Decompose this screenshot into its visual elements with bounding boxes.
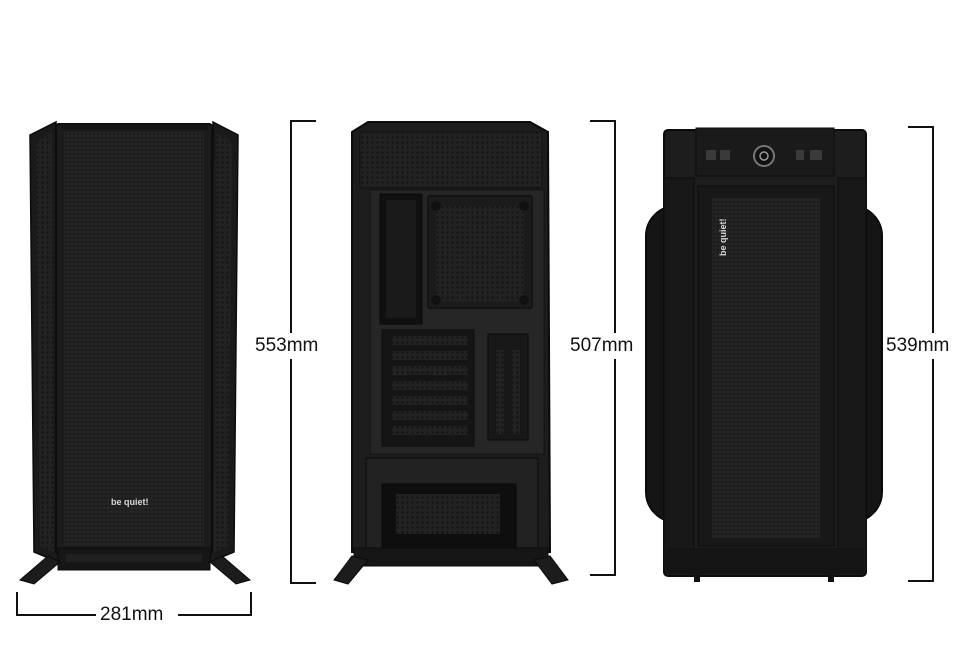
front-right-fin (209, 120, 239, 564)
rear-right-foot (533, 555, 569, 585)
front-width-line-left (16, 614, 96, 616)
side-brand-logo: be quiet! (718, 218, 728, 256)
front-width-line-right (178, 614, 252, 616)
rear-height-label: 507mm (568, 333, 636, 359)
front-left-fin (29, 120, 59, 564)
front-width-tick-left (16, 592, 18, 616)
front-right-foot (209, 555, 252, 585)
front-width-label: 281mm (98, 602, 166, 628)
front-left-foot (18, 555, 61, 585)
side-height-label: 539mm (884, 333, 952, 359)
front-height-label: 553mm (253, 333, 321, 359)
power-button-icon (753, 145, 775, 167)
rear-view-case (333, 121, 569, 585)
rear-left-foot (333, 555, 369, 585)
front-width-tick-right (250, 592, 252, 616)
front-brand-logo: be quiet! (111, 497, 149, 507)
rear-expansion-slots (381, 329, 475, 447)
side-front-mesh (712, 198, 820, 538)
side-view-case: be quiet! (645, 127, 883, 582)
